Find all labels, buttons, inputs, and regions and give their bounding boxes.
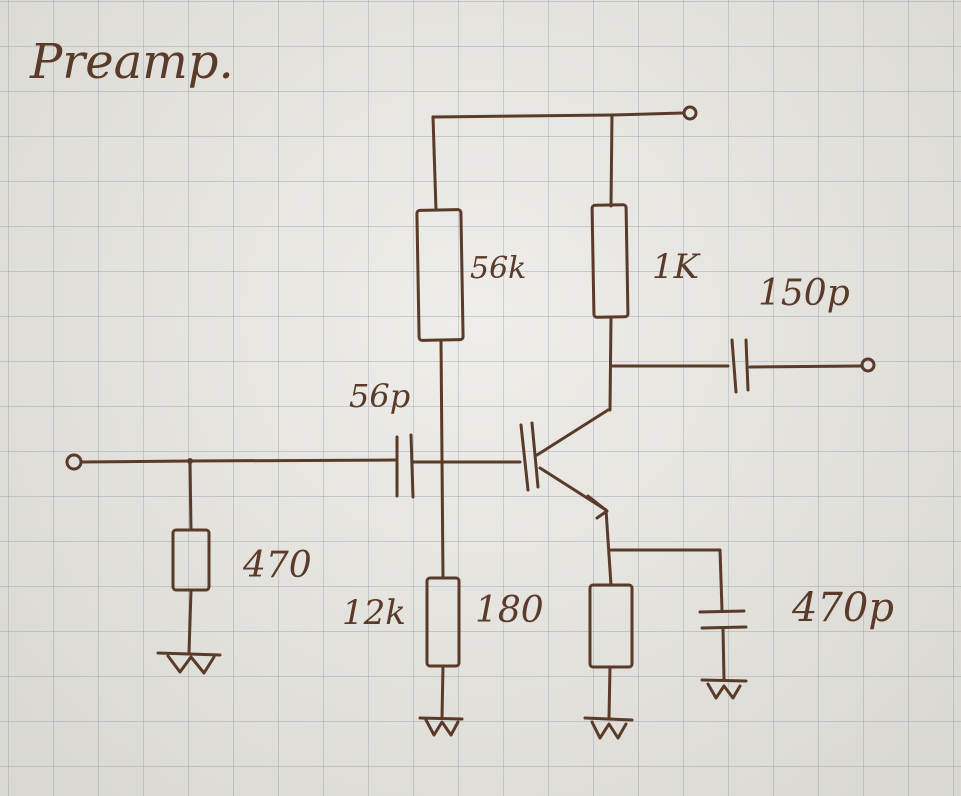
transistor bbox=[519, 408, 613, 587]
label-150p: 150p bbox=[758, 273, 850, 314]
resistor-470 bbox=[156, 459, 222, 675]
label-56k: 56k bbox=[470, 251, 527, 286]
resistor-1k bbox=[590, 203, 630, 319]
capacitor-56p bbox=[395, 433, 522, 499]
label-470p: 470p bbox=[792, 585, 894, 631]
label-470: 470 bbox=[243, 545, 312, 586]
emitter-network bbox=[583, 548, 724, 740]
label-180: 180 bbox=[475, 590, 544, 631]
resistor-56k bbox=[415, 208, 465, 342]
capacitor-150p bbox=[609, 338, 876, 394]
bias-divider-wire bbox=[439, 338, 445, 580]
input-line bbox=[65, 453, 397, 471]
collector-wire bbox=[608, 315, 613, 412]
resistor-12k bbox=[418, 576, 464, 737]
page-title: Preamp. bbox=[30, 34, 234, 90]
capacitor-470p bbox=[698, 609, 748, 700]
label-12k: 12k bbox=[342, 593, 406, 633]
label-56p: 56p bbox=[349, 377, 411, 415]
supply-rail bbox=[431, 105, 698, 212]
label-1k: 1K bbox=[652, 247, 700, 287]
